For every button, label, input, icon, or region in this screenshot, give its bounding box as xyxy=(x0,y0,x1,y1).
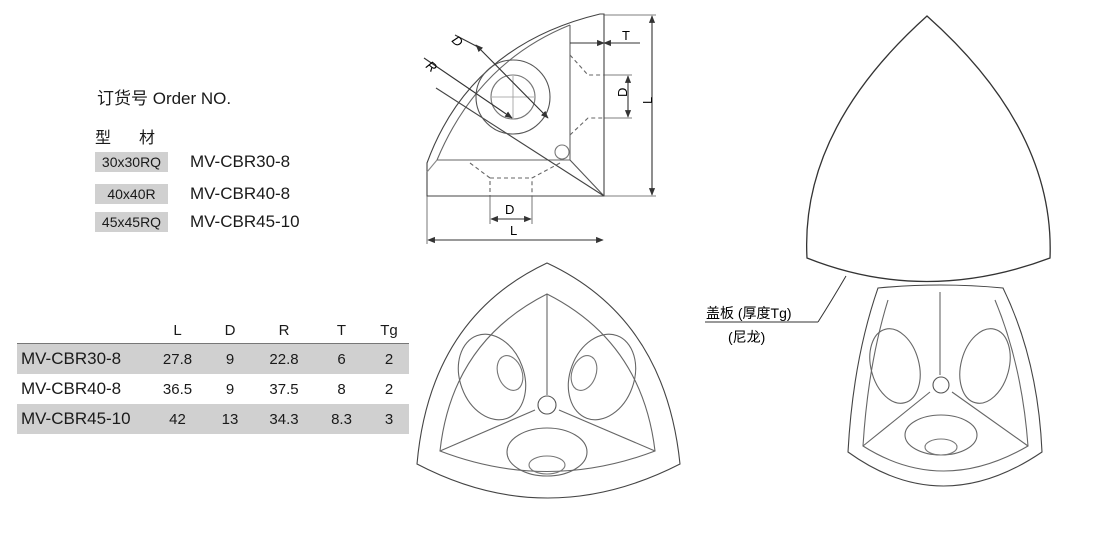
cell-D: 9 xyxy=(206,343,254,374)
order-row: 40x40R MV-CBR40-8 xyxy=(95,184,290,204)
model-cell: MV-CBR30-8 xyxy=(17,343,149,374)
spec-table: L D R T Tg MV-CBR30-8 27.8 9 22.8 6 2 MV… xyxy=(17,318,409,434)
cell-Tg: 3 xyxy=(369,404,409,434)
cover-lid-drawing xyxy=(805,15,1051,283)
order-row: 45x45RQ MV-CBR45-10 xyxy=(95,212,300,232)
cell-R: 34.3 xyxy=(254,404,314,434)
column-header: Tg xyxy=(369,318,409,344)
isometric-corner-view xyxy=(416,262,681,499)
cell-T: 8.3 xyxy=(314,404,369,434)
cell-Tg: 2 xyxy=(369,343,409,374)
cell-T: 6 xyxy=(314,343,369,374)
profile-badge: 40x40R xyxy=(95,184,168,204)
corner-base-drawing xyxy=(847,284,1043,487)
order-code: MV-CBR45-10 xyxy=(190,212,300,231)
cell-L: 27.8 xyxy=(149,343,206,374)
profile-badge: 30x30RQ xyxy=(95,152,168,172)
cell-L: 36.5 xyxy=(162,380,193,398)
dim-label-R: R xyxy=(423,58,440,76)
cell-R: 37.5 xyxy=(269,380,299,398)
model-cell: MV-CBR45-10 xyxy=(17,404,149,434)
table-header-row: L D R T Tg xyxy=(17,318,409,344)
column-header: R xyxy=(254,318,314,344)
material-label: 型材 xyxy=(95,130,184,147)
cell-D: 13 xyxy=(206,404,254,434)
cell-T: 8 xyxy=(337,380,346,398)
order-code: MV-CBR30-8 xyxy=(190,152,291,171)
cell-Tg: 2 xyxy=(384,380,394,398)
cell-L: 42 xyxy=(149,404,206,434)
table-row: MV-CBR40-8 36.5 9 37.5 8 2 xyxy=(17,374,409,404)
order-row: 30x30RQ MV-CBR30-8 xyxy=(95,152,290,172)
dim-label-D: D xyxy=(449,33,466,50)
table-row: MV-CBR45-10 42 13 34.3 8.3 3 xyxy=(17,404,409,434)
dim-label-D-bottom: D xyxy=(505,202,514,217)
model-cell: MV-CBR40-8 xyxy=(21,379,122,398)
dim-label-L-right: L xyxy=(640,97,655,104)
cell-R: 22.8 xyxy=(254,343,314,374)
column-header: T xyxy=(314,318,369,344)
dim-label-D-right: D xyxy=(615,88,630,97)
top-view-drawing xyxy=(423,13,656,244)
column-header: L xyxy=(149,318,206,344)
dim-label-L-bottom: L xyxy=(510,223,517,238)
callout-leader xyxy=(705,275,847,323)
callout-material-label: (尼龙) xyxy=(728,329,765,345)
order-code: MV-CBR40-8 xyxy=(190,184,291,203)
cell-D: 9 xyxy=(225,380,235,398)
profile-badge: 45x45RQ xyxy=(95,212,168,232)
column-header xyxy=(17,318,149,344)
column-header: D xyxy=(206,318,254,344)
order-number-title: 订货号 Order NO. xyxy=(97,89,232,108)
table-row: MV-CBR30-8 27.8 9 22.8 6 2 xyxy=(17,343,409,374)
callout-cover-label: 盖板 (厚度Tg) xyxy=(706,305,792,321)
dim-label-T: T xyxy=(622,28,630,43)
